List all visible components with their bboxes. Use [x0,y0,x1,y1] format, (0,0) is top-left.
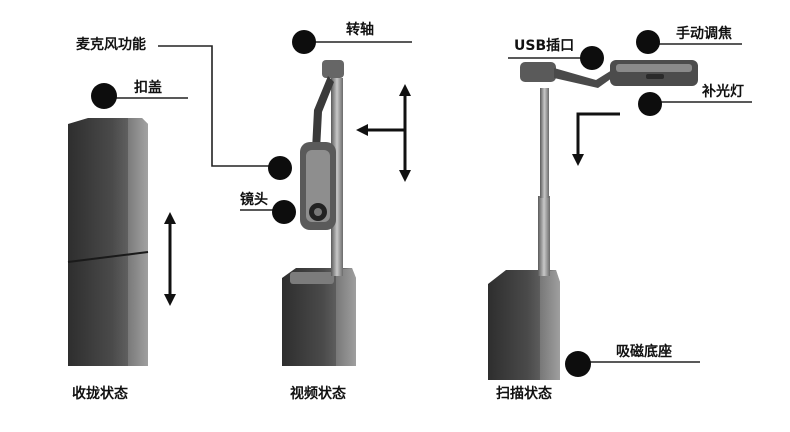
video-base-top [290,272,334,284]
scan-base-side [540,270,560,380]
label-mic: 麦克风功能 [76,37,146,53]
label-cap: 扣盖 [134,80,162,96]
folded-cap-side [128,118,148,262]
video-pivot-head [322,60,344,78]
folded-base-side [128,252,148,366]
focus-marker [636,30,660,54]
caption-video: 视频状态 [290,386,346,402]
device-folded [67,118,149,366]
label-pivot: 转轴 [346,22,374,38]
caption-folded: 收拢状态 [72,386,128,402]
label-usb: USB插口 [514,38,575,54]
scan-bent-arrow [572,112,620,166]
device-scan [488,60,698,380]
label-lens: 镜头 [240,192,268,208]
video-base-side [336,268,356,366]
video-arm [312,76,334,150]
lens-marker [272,200,296,224]
device-video [282,60,356,366]
light-marker [638,92,662,116]
mic-leader [158,45,272,167]
cap-marker [91,83,117,109]
label-light: 补光灯 [702,84,744,100]
scan-pole-lower [538,196,550,276]
video-pole [331,78,343,276]
base-marker [565,351,591,377]
label-focus: 手动调焦 [676,26,732,42]
label-base: 吸磁底座 [616,344,672,360]
scan-camera-head [610,60,698,86]
scan-focus-dial [646,74,664,79]
video-camera-face [306,150,330,222]
scan-pivot-head [520,62,556,82]
scan-camera-highlight [616,64,692,72]
pivot-marker [292,30,316,54]
scan-arm [554,68,612,88]
folded-seam [67,251,149,263]
caption-scan: 扫描状态 [496,386,552,402]
mic-marker [268,156,292,180]
video-lens-glass [314,208,322,216]
scan-pole-upper [540,88,549,198]
usb-marker [580,46,604,70]
